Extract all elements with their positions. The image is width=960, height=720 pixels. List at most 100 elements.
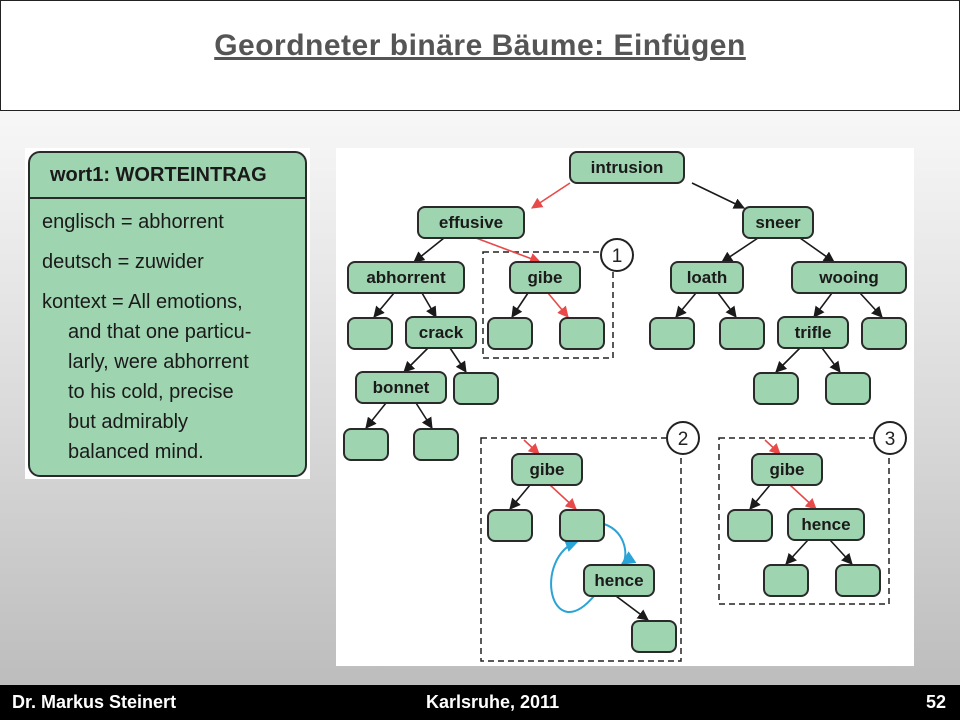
svg-text:hence: hence bbox=[594, 571, 643, 590]
empty-node bbox=[487, 317, 533, 350]
svg-text:intrusion: intrusion bbox=[591, 158, 664, 177]
empty-node bbox=[487, 509, 533, 542]
node-hence-step2: hence bbox=[583, 564, 655, 597]
empty-node bbox=[825, 372, 871, 405]
edge bbox=[749, 484, 771, 510]
kontext-line: kontext = All emotions, bbox=[42, 291, 243, 313]
empty-node bbox=[413, 428, 459, 461]
svg-text:gibe: gibe bbox=[770, 460, 805, 479]
step-badge-3: 3 bbox=[873, 421, 907, 455]
edge bbox=[775, 347, 801, 373]
edge bbox=[675, 292, 697, 318]
footer-page-number: 52 bbox=[925, 692, 946, 712]
edge bbox=[365, 402, 387, 429]
node-sneer: sneer bbox=[742, 206, 814, 239]
card-body: englisch = abhorrent deutsch = zuwider k… bbox=[30, 199, 305, 467]
edge bbox=[475, 237, 542, 264]
edge bbox=[413, 237, 445, 263]
svg-text:trifle: trifle bbox=[795, 323, 832, 342]
kontext-line: but admirably bbox=[68, 411, 189, 433]
kontext-line: to his cold, precise bbox=[68, 381, 234, 403]
edge bbox=[829, 539, 853, 565]
edge bbox=[615, 595, 649, 621]
svg-text:wooing: wooing bbox=[818, 268, 878, 287]
edge bbox=[415, 402, 433, 429]
empty-node bbox=[649, 317, 695, 350]
node-bonnet: bonnet bbox=[355, 371, 447, 404]
kontext-line: larly, were abhorrent bbox=[68, 351, 249, 373]
kontext-line: balanced mind. bbox=[68, 441, 204, 463]
empty-node bbox=[453, 372, 499, 405]
empty-node bbox=[835, 564, 881, 597]
edge bbox=[717, 292, 737, 318]
move-arrow-down bbox=[603, 523, 637, 565]
node-gibe-step2: gibe bbox=[511, 453, 583, 486]
move-arrow-up bbox=[550, 538, 595, 613]
node-crack: crack bbox=[405, 316, 477, 349]
node-wooing: wooing bbox=[791, 261, 907, 294]
card-header: wort1: WORTEINTRAG bbox=[30, 153, 305, 199]
svg-text:1: 1 bbox=[612, 246, 623, 267]
edge bbox=[799, 237, 835, 263]
empty-node bbox=[727, 509, 773, 542]
edge bbox=[813, 292, 833, 318]
empty-node bbox=[719, 317, 765, 350]
step-badge-2: 2 bbox=[666, 421, 700, 455]
node-abhorrent: abhorrent bbox=[347, 261, 465, 294]
word-entry-card: wort1: WORTEINTRAG englisch = abhorrent … bbox=[25, 148, 310, 479]
svg-text:loath: loath bbox=[687, 268, 728, 287]
tree-svg: 1 2 3 bbox=[343, 151, 907, 662]
empty-node bbox=[347, 317, 393, 350]
slide-title: Geordneter binäre Bäume: Einfügen bbox=[214, 29, 746, 62]
word-entry-box: wort1: WORTEINTRAG englisch = abhorrent … bbox=[28, 151, 307, 477]
step1-frame bbox=[482, 251, 614, 359]
node-gibe-step3: gibe bbox=[751, 453, 823, 486]
edge bbox=[785, 539, 809, 565]
empty-node bbox=[861, 317, 907, 350]
edge bbox=[523, 439, 540, 455]
footer-author: Dr. Markus Steinert bbox=[12, 692, 177, 712]
englisch-line: englisch = abhorrent bbox=[42, 211, 224, 233]
footer-bar: Dr. Markus Steinert Karlsruhe, 2011 52 bbox=[0, 685, 960, 720]
empty-node bbox=[343, 428, 389, 461]
empty-node bbox=[631, 620, 677, 653]
empty-node bbox=[559, 317, 605, 350]
node-gibe: gibe bbox=[509, 261, 581, 294]
svg-text:bonnet: bonnet bbox=[373, 378, 430, 397]
edge bbox=[509, 484, 531, 510]
edge bbox=[547, 292, 569, 318]
node-loath: loath bbox=[670, 261, 744, 294]
title-box: Geordneter binäre Bäume: Einfügen bbox=[0, 0, 960, 111]
edge bbox=[421, 292, 437, 318]
tree-diagram: 1 2 3 bbox=[336, 148, 914, 666]
edge bbox=[531, 182, 571, 209]
empty-node bbox=[753, 372, 799, 405]
node-trifle: trifle bbox=[777, 316, 849, 349]
empty-node bbox=[559, 509, 605, 542]
step2-frame bbox=[480, 437, 682, 662]
svg-text:hence: hence bbox=[801, 515, 850, 534]
edge bbox=[511, 292, 529, 318]
svg-text:abhorrent: abhorrent bbox=[366, 268, 446, 287]
svg-text:sneer: sneer bbox=[755, 213, 801, 232]
svg-text:crack: crack bbox=[419, 323, 464, 342]
edge bbox=[764, 439, 781, 455]
node-intrusion: intrusion bbox=[569, 151, 685, 184]
edge bbox=[821, 347, 841, 373]
edge bbox=[721, 237, 759, 263]
step3-frame bbox=[718, 437, 890, 605]
edge bbox=[449, 347, 467, 373]
edge bbox=[373, 292, 395, 318]
svg-text:gibe: gibe bbox=[528, 268, 563, 287]
edge bbox=[859, 292, 883, 318]
deutsch-line: deutsch = zuwider bbox=[42, 251, 204, 273]
svg-text:gibe: gibe bbox=[530, 460, 565, 479]
node-hence-step3: hence bbox=[787, 508, 865, 541]
edge bbox=[403, 347, 429, 373]
svg-text:effusive: effusive bbox=[439, 213, 503, 232]
svg-text:2: 2 bbox=[678, 429, 689, 450]
step-badge-1: 1 bbox=[600, 238, 634, 272]
footer-location: Karlsruhe, 2011 bbox=[426, 692, 560, 712]
empty-node bbox=[763, 564, 809, 597]
node-effusive: effusive bbox=[417, 206, 525, 239]
